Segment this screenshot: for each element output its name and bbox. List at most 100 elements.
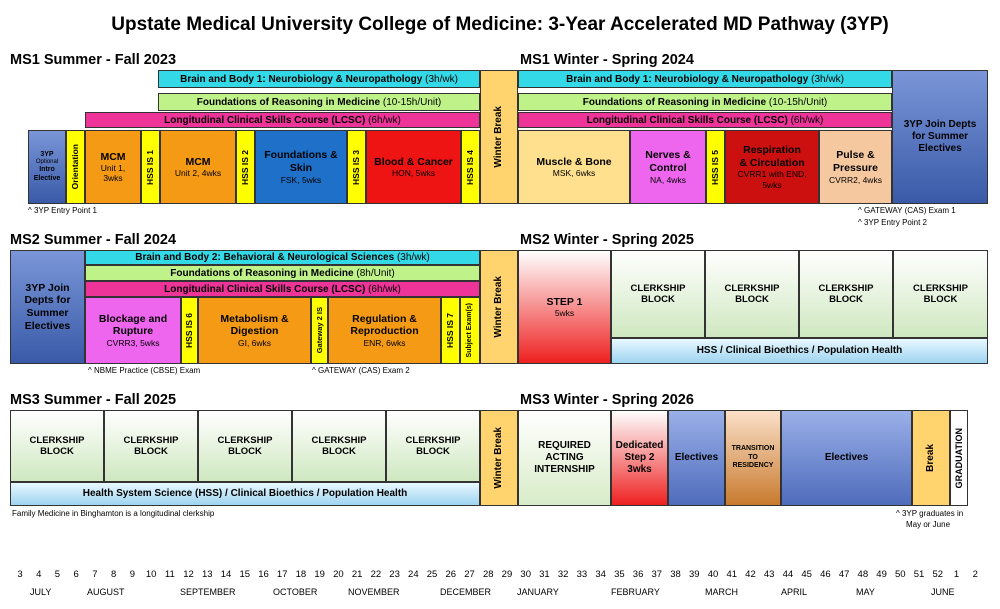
page-title: Upstate Medical University College of Me… bbox=[111, 14, 889, 35]
bar-hours: (10-15h/Unit) bbox=[768, 96, 828, 108]
block-line: Optional bbox=[35, 159, 59, 166]
block-sub: CVRR2, 4wks bbox=[829, 174, 882, 185]
block-title: MCM bbox=[100, 150, 126, 163]
break-block: Break bbox=[912, 410, 950, 506]
bar-label: Foundations of Reasoning in Medicine bbox=[582, 96, 767, 108]
week-label: 19 bbox=[314, 569, 325, 580]
orientation-block: Orientation bbox=[66, 130, 85, 204]
week-label: 2 bbox=[972, 569, 978, 580]
bar-hours: (8h/Unit) bbox=[356, 267, 395, 279]
section-ms1-summer: MS1 Summer - Fall 2023 bbox=[10, 52, 177, 68]
lcsc-bar-2: Longitudinal Clinical Skills Course (LCS… bbox=[518, 112, 892, 128]
block-label: Orientation bbox=[70, 144, 81, 190]
bar-hours: (10-15h/Unit) bbox=[382, 96, 442, 108]
bar-label: Health System Science (HSS) / Clinical B… bbox=[82, 488, 408, 499]
step-1-block: STEP 1 5wks bbox=[518, 250, 611, 364]
block-sub: 3wks bbox=[103, 173, 123, 184]
section-ms3-summer: MS3 Summer - Fall 2025 bbox=[10, 392, 177, 408]
block-title: Pulse & bbox=[836, 149, 875, 162]
block-title: Digestion bbox=[230, 325, 279, 338]
week-label: 35 bbox=[614, 569, 625, 580]
week-label: 37 bbox=[651, 569, 663, 580]
week-label: 3 bbox=[17, 569, 23, 580]
hss-is-1-block: HSS IS 1 bbox=[141, 130, 160, 204]
graduation-block: GRADUATION bbox=[950, 410, 968, 506]
block-title: Rupture bbox=[112, 325, 154, 338]
bar-hours: (6h/wk) bbox=[368, 283, 401, 295]
block-sub: Unit 1, bbox=[100, 163, 126, 174]
graduates-note-2: May or June bbox=[906, 520, 951, 529]
block-label: HSS IS 4 bbox=[465, 149, 476, 185]
week-label: 15 bbox=[239, 569, 251, 580]
week-label: 45 bbox=[801, 569, 812, 580]
winter-break-2: Winter Break bbox=[480, 250, 518, 364]
week-label: 23 bbox=[389, 569, 400, 580]
block-label: HSS IS 1 bbox=[145, 149, 156, 185]
bar-label: Longitudinal Clinical Skills Course (LCS… bbox=[586, 114, 788, 126]
lcsc-bar-3: Longitudinal Clinical Skills Course (LCS… bbox=[85, 281, 480, 297]
week-label: 30 bbox=[520, 569, 531, 580]
cvrr2-block: Pulse & Pressure CVRR2, 4wks bbox=[819, 130, 892, 204]
block-title: Muscle & Bone bbox=[536, 155, 612, 168]
subject-exams-block: Subject Exam(s) bbox=[460, 297, 480, 364]
bar-hours: (3h/wk) bbox=[396, 252, 430, 263]
foundations-bar-3: Foundations of Reasoning in Medicine (8h… bbox=[85, 265, 480, 281]
block-label: Subject Exam(s) bbox=[465, 303, 473, 358]
week-label: 22 bbox=[370, 569, 382, 580]
mcm-unit-2-block: MCM Unit 2, 4wks bbox=[160, 130, 236, 204]
block-title: CLERKSHIP BLOCK bbox=[630, 282, 686, 305]
foundations-bar: Foundations of Reasoning in Medicine (10… bbox=[158, 93, 480, 111]
lcsc-bar: Longitudinal Clinical Skills Course (LCS… bbox=[85, 112, 480, 128]
week-label: 41 bbox=[726, 569, 738, 580]
block-sub: 5wks bbox=[554, 308, 575, 319]
month-label: MAY bbox=[856, 587, 875, 597]
brain-body-1-bar-2: Brain and Body 1: Neurobiology & Neuropa… bbox=[518, 70, 892, 88]
week-label: 26 bbox=[445, 569, 457, 580]
week-label: 34 bbox=[595, 569, 606, 580]
week-label: 4 bbox=[36, 569, 42, 580]
week-label: 48 bbox=[857, 569, 869, 580]
block-sub: Unit 2, 4wks bbox=[174, 168, 222, 179]
block-sub: NA, 4wks bbox=[650, 174, 686, 185]
week-label: 10 bbox=[145, 569, 157, 580]
clerkship-block: CLERKSHIP BLOCK bbox=[10, 410, 104, 482]
block-title: Metabolism & bbox=[220, 312, 289, 325]
block-sub: HON, 5wks bbox=[392, 168, 435, 179]
block-line: Elective bbox=[33, 174, 61, 182]
week-label: 32 bbox=[557, 569, 569, 580]
block-title: Foundations & bbox=[264, 149, 338, 162]
week-label: 31 bbox=[539, 569, 550, 580]
block-sub: 5wks bbox=[762, 179, 782, 190]
block-title: CLERKSHIP BLOCK bbox=[724, 282, 780, 305]
bar-label: Brain and Body 1: Neurobiology & Neuropa… bbox=[180, 73, 423, 85]
msk-block: Muscle & Bone MSK, 6wks bbox=[518, 130, 630, 204]
summer-electives-1: 3YP Join Depts for Summer Electives bbox=[892, 70, 988, 204]
block-title: REQUIRED ACTING INTERNSHIP bbox=[534, 440, 595, 475]
month-label: JANUARY bbox=[517, 587, 559, 597]
electives-block-1: Electives bbox=[668, 410, 725, 506]
gateway-2-note: ^ GATEWAY (CAS) Exam 2 bbox=[312, 366, 410, 375]
week-label: 46 bbox=[820, 569, 831, 580]
block-label: HSS IS 5 bbox=[710, 149, 721, 185]
clerkship-block: CLERKSHIP BLOCK bbox=[292, 410, 386, 482]
entry-point-1-note: ^ 3YP Entry Point 1 bbox=[28, 206, 97, 215]
bar-hours: (6h/wk) bbox=[790, 114, 824, 126]
gateway-1-note: ^ GATEWAY (CAS) Exam 1 bbox=[858, 206, 956, 215]
week-label: 7 bbox=[92, 569, 98, 580]
block-title: STEP 1 bbox=[546, 295, 583, 308]
winter-break-1: Winter Break bbox=[480, 70, 518, 204]
bar-label: Brain and Body 2: Behavioral & Neurologi… bbox=[135, 252, 395, 263]
block-label: Winter Break bbox=[493, 106, 504, 168]
nbme-note: ^ NBME Practice (CBSE) Exam bbox=[88, 366, 201, 375]
block-title: TRANSITION TO RESIDENCY bbox=[731, 445, 775, 470]
block-title: Blockage and bbox=[98, 312, 168, 325]
week-label: 44 bbox=[782, 569, 794, 580]
electives-block-2: Electives bbox=[781, 410, 912, 506]
foundations-bar-2: Foundations of Reasoning in Medicine (10… bbox=[518, 93, 892, 111]
cvrr3-block: Blockage and Rupture CVRR3, 5wks bbox=[85, 297, 181, 364]
week-label: 16 bbox=[258, 569, 269, 580]
clerkship-block: CLERKSHIP BLOCK bbox=[104, 410, 198, 482]
block-label: Break bbox=[925, 444, 936, 472]
